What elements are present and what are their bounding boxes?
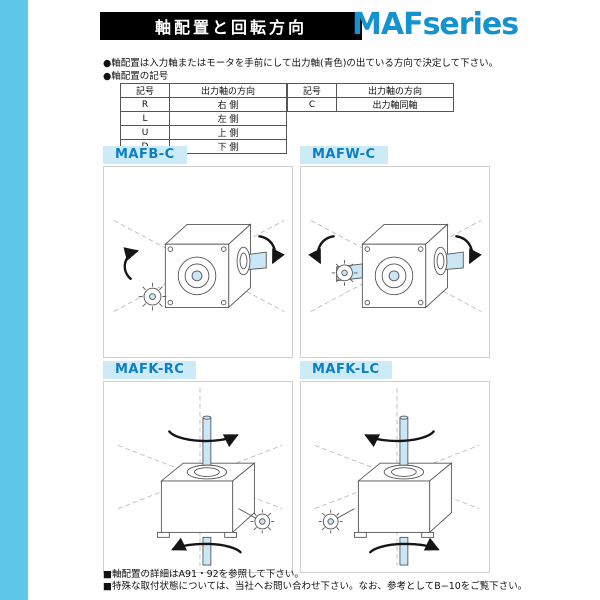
rotation-arrow-bottom <box>369 537 440 554</box>
drawing-area <box>300 381 490 573</box>
table-cell-direction: 下 側 <box>169 139 287 154</box>
footer-note-2: ■特殊な取付状態については、当社へお問い合わせ下さい。なお、参考としてB−10を… <box>103 581 528 592</box>
rotation-arrow-right <box>455 235 482 265</box>
gearbox-body <box>164 223 252 309</box>
symbol-tables: 記号 出力軸の方向 R 右 側 L 左 側 U 上 側 D 下 側 記号 出力軸… <box>120 83 454 154</box>
table-cell-direction: 左 側 <box>169 111 287 126</box>
rotation-arrow-right <box>258 235 285 265</box>
input-gear <box>138 282 167 311</box>
brand-logo: MAFseries <box>352 7 519 42</box>
page-title: 軸配置と回転方向 <box>154 18 307 37</box>
table-header-cell: 記号 <box>120 83 170 98</box>
drawing-area <box>103 166 293 358</box>
output-shaft <box>433 246 464 276</box>
gearbox-body <box>156 462 256 538</box>
page-edge-strip <box>0 0 28 600</box>
table-cell-symbol: C <box>287 97 337 112</box>
rotation-arrow-top <box>364 430 435 448</box>
panel-label: MAFW-C <box>300 146 388 164</box>
panel-mafk-lc: MAFK-LC <box>300 358 490 573</box>
gearbox-drawing-mafw-c <box>308 220 482 312</box>
panel-mafb-c: MAFB-C <box>103 143 293 358</box>
drawing-area <box>300 166 490 358</box>
table-cell-symbol: L <box>120 111 170 126</box>
gearbox-drawing-mafk-rc <box>117 387 283 567</box>
rotation-arrow-top <box>168 430 239 448</box>
symbol-table-right: 記号 出力軸の方向 C 出力軸同軸 <box>287 83 454 112</box>
panel-label: MAFK-RC <box>103 361 197 379</box>
panel-mafw-c: MAFW-C <box>300 143 490 358</box>
input-gear <box>318 508 355 534</box>
symbol-table-left: 記号 出力軸の方向 R 右 側 L 左 側 U 上 側 D 下 側 <box>120 83 287 154</box>
output-shaft-down <box>399 536 409 566</box>
left-shaft <box>331 260 363 286</box>
table-cell-direction: 出力軸同軸 <box>336 97 454 112</box>
table-cell-symbol: R <box>120 97 170 112</box>
table-header-cell: 記号 <box>287 83 337 98</box>
drawing-area <box>103 381 293 573</box>
gearbox-drawing-mafk-lc <box>314 387 480 567</box>
footer-note-1: ■軸配置の詳細はA91・92を参照して下さい。 <box>103 569 304 580</box>
output-shaft-down <box>202 536 212 566</box>
table-cell-symbol: U <box>120 125 170 140</box>
output-shaft <box>236 246 267 276</box>
gearbox-drawing-mafb-c <box>113 220 285 312</box>
panel-label: MAFK-LC <box>300 361 392 379</box>
table-cell-direction: 右 側 <box>169 97 287 112</box>
rotation-arrow-left <box>123 247 139 281</box>
table-header-cell: 出力軸の方向 <box>336 83 454 98</box>
header-bar: 軸配置と回転方向 <box>100 12 362 40</box>
rotation-arrow-left <box>308 235 335 265</box>
table-cell-direction: 上 側 <box>169 125 287 140</box>
input-gear <box>238 508 275 534</box>
note-line-1: ●軸配置は入力軸またはモータを手前にして出力軸(青色)の出ている方向で決定して下… <box>103 58 499 69</box>
note-line-2: ●軸配置の記号 <box>103 71 169 82</box>
table-header-cell: 出力軸の方向 <box>169 83 287 98</box>
panel-mafk-rc: MAFK-RC <box>103 358 293 573</box>
gearbox-body <box>353 462 453 538</box>
panel-label: MAFB-C <box>103 146 187 164</box>
rotation-arrow-bottom <box>171 537 242 554</box>
